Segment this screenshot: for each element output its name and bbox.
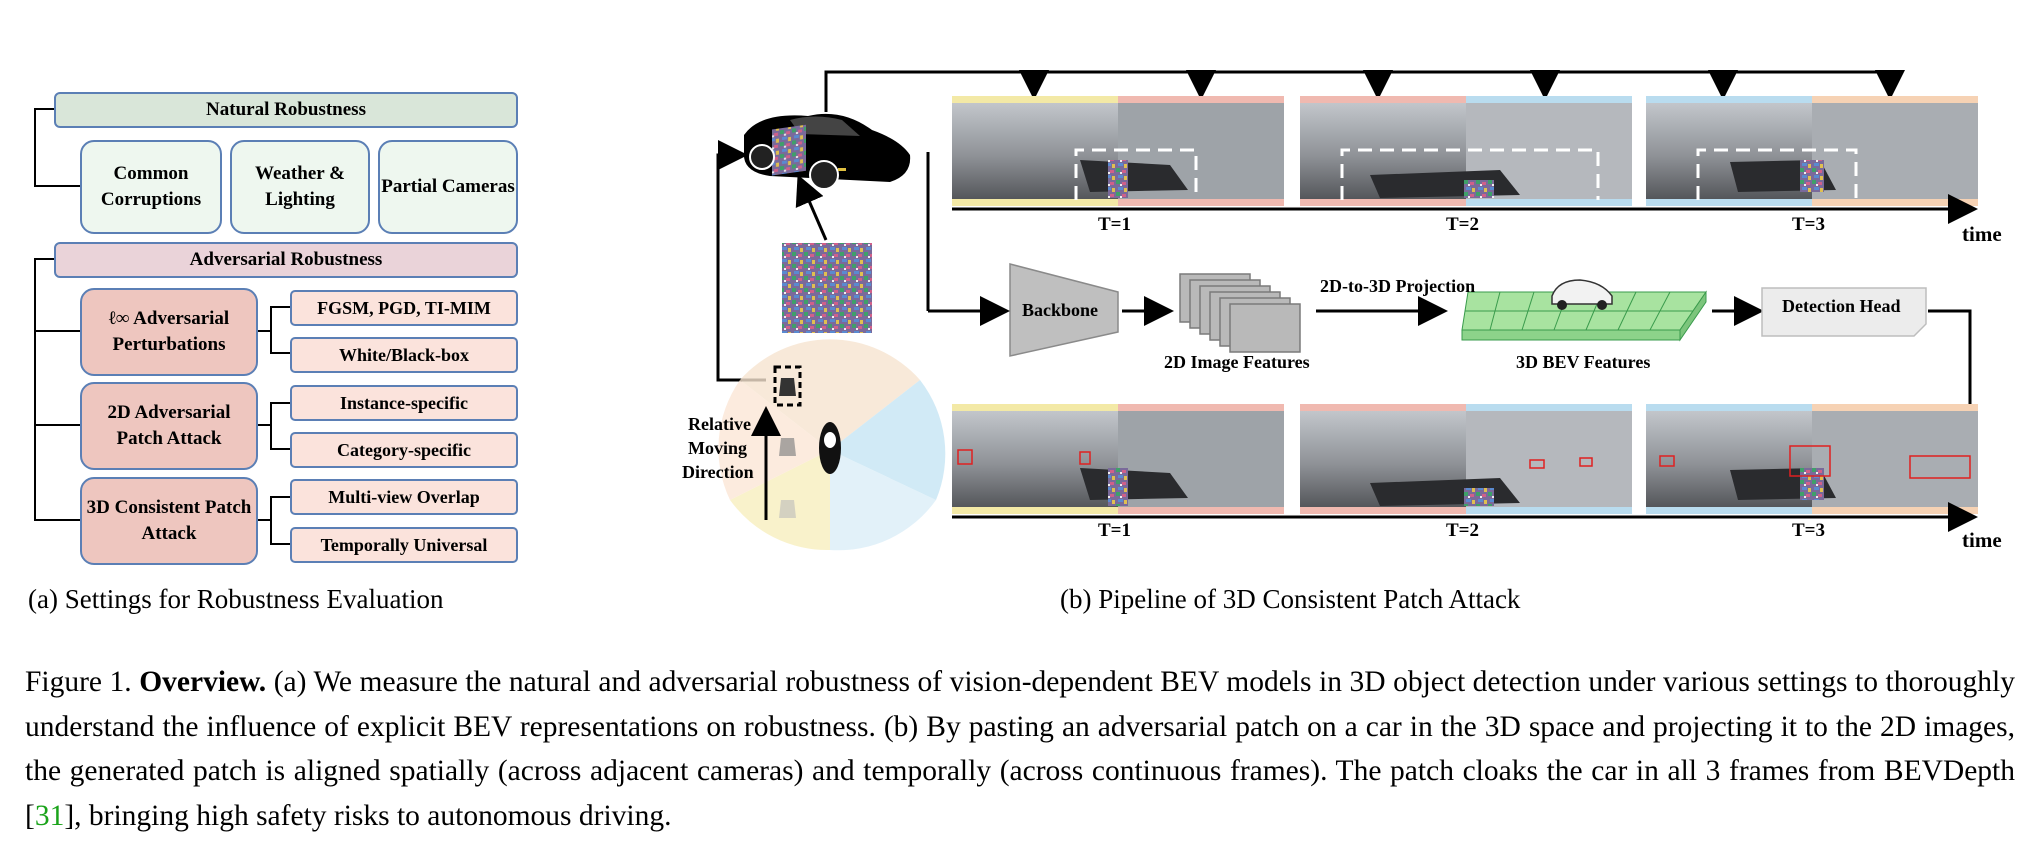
frame-bottom-1 — [952, 404, 1284, 514]
white-black-box: White/Black-box — [290, 337, 518, 373]
2d-patch-attack-box: 2D Adversarial Patch Attack — [80, 382, 258, 470]
tree-line — [34, 330, 80, 332]
car-icon — [743, 113, 911, 190]
partial-cameras-box: Partial Cameras — [378, 140, 518, 234]
fgsm-pgd-box: FGSM, PGD, TI-MIM — [290, 290, 518, 326]
3d-patch-attack-box: 3D Consistent Patch Attack — [80, 477, 258, 565]
tree-line — [34, 519, 80, 521]
multi-view-overlap-box: Multi-view Overlap — [290, 479, 518, 515]
tree-line — [270, 352, 290, 354]
figure-label: Figure 1. — [25, 666, 132, 698]
frame-bottom-2 — [1300, 404, 1632, 514]
common-corruptions-box: Common Corruptions — [80, 140, 222, 234]
instance-specific-box: Instance-specific — [290, 385, 518, 421]
panel-b-caption: (b) Pipeline of 3D Consistent Patch Atta… — [1060, 584, 1521, 614]
top-frames — [952, 96, 1978, 224]
temporally-universal-box: Temporally Universal — [290, 527, 518, 563]
figure-caption: Figure 1. Overview. (a) We measure the n… — [25, 660, 2015, 838]
tree-line — [270, 496, 272, 544]
panel-a-caption: (a) Settings for Robustness Evaluation — [28, 584, 444, 614]
tree-line — [270, 306, 272, 352]
frame-top-2 — [1300, 96, 1632, 206]
tree-line — [254, 424, 270, 426]
bev-features-label: 3D BEV Features — [1516, 352, 1651, 372]
category-specific-box: Category-specific — [290, 432, 518, 468]
time-label-bottom: time — [1962, 528, 2002, 552]
weather-lighting-box: Weather & Lighting — [230, 140, 370, 234]
top-frame-label-2: T=2 — [1446, 214, 1479, 235]
tree-line — [34, 424, 80, 426]
bottom-frame-label-3: T=3 — [1792, 520, 1825, 541]
tree-line — [270, 402, 272, 449]
top-frame-label-1: T=1 — [1098, 214, 1131, 235]
detection-head-shape — [1761, 287, 1927, 337]
frame-bottom-3 — [1646, 404, 1978, 514]
caption-text-2: ], bringing high safety risks to autonom… — [64, 799, 672, 832]
pipeline-diagram — [716, 70, 1978, 551]
detection-head-label: Detection Head — [1782, 296, 1901, 316]
direction-label-1: Relative — [688, 414, 751, 434]
tree-line — [34, 108, 54, 110]
direction-label-3: Direction — [682, 462, 754, 482]
bottom-frame-label-1: T=1 — [1098, 520, 1131, 541]
bev-grid — [1461, 279, 1707, 342]
time-label-top: time — [1962, 222, 2002, 246]
backbone-label: Backbone — [1022, 300, 1099, 320]
citation-link[interactable]: 31 — [34, 799, 65, 832]
bottom-frame-label-2: T=2 — [1446, 520, 1479, 541]
adversarial-patch-icon — [782, 243, 872, 333]
tree-line — [270, 543, 290, 545]
tree-line — [270, 496, 290, 498]
top-feedback-lines — [824, 70, 1905, 112]
adversarial-robustness-header: Adversarial Robustness — [54, 242, 518, 278]
projection-label: 2D-to-3D Projection — [1320, 276, 1476, 296]
tree-line — [34, 108, 36, 186]
tree-line — [270, 306, 290, 308]
tree-line — [270, 402, 290, 404]
tree-line — [254, 330, 270, 332]
natural-robustness-header: Natural Robustness — [54, 92, 518, 128]
direction-label-2: Moving — [688, 438, 748, 458]
tree-line — [34, 258, 54, 260]
tree-line — [254, 519, 270, 521]
image-features-label: 2D Image Features — [1164, 352, 1310, 372]
caption-text-1: (a) We measure the natural and adversari… — [25, 666, 2015, 832]
bottom-frames — [952, 404, 1978, 532]
tree-line — [270, 448, 290, 450]
backbone-shape — [1009, 263, 1119, 357]
figure-title: Overview. — [139, 666, 267, 698]
image-features-stack — [1179, 273, 1301, 353]
tree-line — [34, 185, 80, 187]
frame-top-3 — [1646, 96, 1978, 206]
top-frame-label-3: T=3 — [1792, 214, 1825, 235]
frame-top-1 — [952, 96, 1284, 206]
camera-fan-icon — [718, 339, 946, 551]
linf-perturbations-box: ℓ∞ Adversarial Perturbations — [80, 288, 258, 376]
loop-arrow — [716, 140, 766, 382]
tree-line — [34, 258, 36, 520]
